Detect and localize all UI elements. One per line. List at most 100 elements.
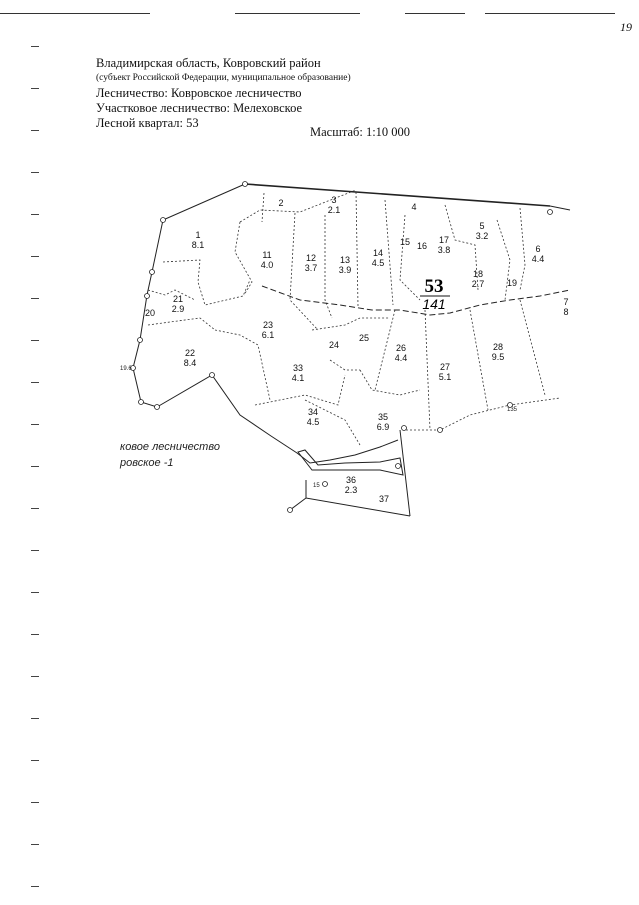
parcel-number: 22 [185, 348, 195, 358]
survey-point [401, 425, 407, 431]
parcel-number: 2 [278, 198, 283, 208]
parcel-area: 9.5 [492, 352, 505, 362]
parcel-division [424, 309, 431, 431]
parcel-division [329, 359, 360, 371]
region-line: Владимирская область, Ковровский район [96, 56, 321, 70]
parcel-area: 3.9 [339, 265, 352, 275]
top-rule [0, 13, 150, 14]
survey-point [507, 402, 513, 408]
parcel-division [519, 299, 546, 396]
parcel-area: 3.8 [438, 245, 451, 255]
parcel-division [399, 214, 421, 301]
parcel-number: 18 [473, 269, 483, 279]
survey-point-label: 15 [313, 483, 320, 489]
parcel-division [311, 317, 390, 331]
margin-dash [31, 298, 39, 299]
parcel-number: 15 [400, 237, 410, 247]
survey-point [144, 293, 150, 299]
forestry-line: Лесничество: Ковровское лесничество [96, 86, 302, 100]
margin-dash [31, 46, 39, 47]
map-header: Владимирская область, Ковровский район (… [96, 56, 351, 131]
quarter-number: 53 [425, 276, 444, 297]
top-rule [405, 13, 465, 14]
scale-label: Масштаб: 1:10 000 [310, 125, 411, 139]
parcel-division [359, 369, 421, 396]
parcel-division [519, 207, 526, 291]
margin-dash [31, 466, 39, 467]
parcel-division [406, 397, 561, 431]
survey-point [322, 481, 328, 487]
parcel-number: 19 [507, 278, 517, 288]
survey-point [287, 507, 293, 513]
parcel-area: 4.1 [292, 373, 305, 383]
parcel-number: 27 [440, 362, 450, 372]
survey-point [547, 209, 553, 215]
parcel-division [234, 221, 253, 296]
parcel-number: 24 [329, 340, 339, 350]
neighbor-forestry-label: ковое лесничество [120, 441, 220, 453]
parcel-area: 2.7 [472, 279, 485, 289]
parcel-number: 20 [145, 308, 155, 318]
road-strip [297, 449, 404, 476]
top-rule [235, 13, 360, 14]
margin-dash [31, 424, 39, 425]
margin-dash [31, 214, 39, 215]
parcel-area: 6.9 [377, 422, 390, 432]
parcel-number: 28 [493, 342, 503, 352]
south-boundary-east [399, 429, 411, 517]
survey-point [160, 217, 166, 223]
margin-dash [31, 340, 39, 341]
margin-dash [31, 634, 39, 635]
district-forestry-line: Участковое лесничество: Мелеховское [96, 101, 303, 115]
survey-point [149, 269, 155, 275]
margin-dash [31, 676, 39, 677]
parcel-division [304, 399, 361, 446]
parcel-number: 12 [306, 253, 316, 263]
parcel-number: 5 [479, 221, 484, 231]
parcel-area: 2.1 [328, 205, 341, 215]
survey-point [130, 365, 136, 371]
ecological-line [261, 285, 571, 316]
parcel-division [496, 219, 511, 301]
parcel-number: 3 [331, 195, 336, 205]
parcel-number: 36 [346, 475, 356, 485]
parcel-number: 4 [411, 202, 416, 212]
top-rule [485, 13, 615, 14]
south-boundary [289, 497, 411, 517]
margin-dash [31, 550, 39, 551]
parcel-number: 37 [379, 494, 389, 504]
parcel-division [147, 317, 216, 331]
survey-point [154, 404, 160, 410]
survey-point [209, 372, 215, 378]
parcel-number: 35 [378, 412, 388, 422]
parcel-division [162, 259, 251, 306]
margin-dash [31, 88, 39, 89]
parcel-division [355, 191, 359, 307]
parcel-area: 6.1 [262, 330, 275, 340]
margin-dash [31, 382, 39, 383]
subject-caption: (субъект Российской Федерации, муниципал… [96, 73, 351, 83]
quarter-boundary-north [244, 183, 551, 207]
margin-dash [31, 718, 39, 719]
margin-dash [31, 886, 39, 887]
parcel-number: 14 [373, 248, 383, 258]
parcel-number: 23 [263, 320, 273, 330]
parcel-number: 21 [173, 294, 183, 304]
parcel-division [324, 215, 333, 319]
survey-point [138, 399, 144, 405]
parcel-number: 25 [359, 333, 369, 343]
parcel-area: 3.7 [305, 263, 318, 273]
parcel-number: 13 [340, 255, 350, 265]
parcel-number: 6 [535, 244, 540, 254]
parcel-number: 26 [396, 343, 406, 353]
parcel-area: 4.5 [307, 417, 320, 427]
quarter-boundary-east [549, 205, 571, 211]
quarter-line: Лесной квартал: 53 [96, 116, 199, 130]
parcel-area: 4.4 [532, 254, 545, 264]
margin-dash [31, 256, 39, 257]
survey-point [395, 463, 401, 469]
parcel-division [147, 289, 196, 301]
margin-dash [31, 130, 39, 131]
parcel-division [469, 309, 489, 411]
parcel-area: 2.9 [172, 304, 185, 314]
